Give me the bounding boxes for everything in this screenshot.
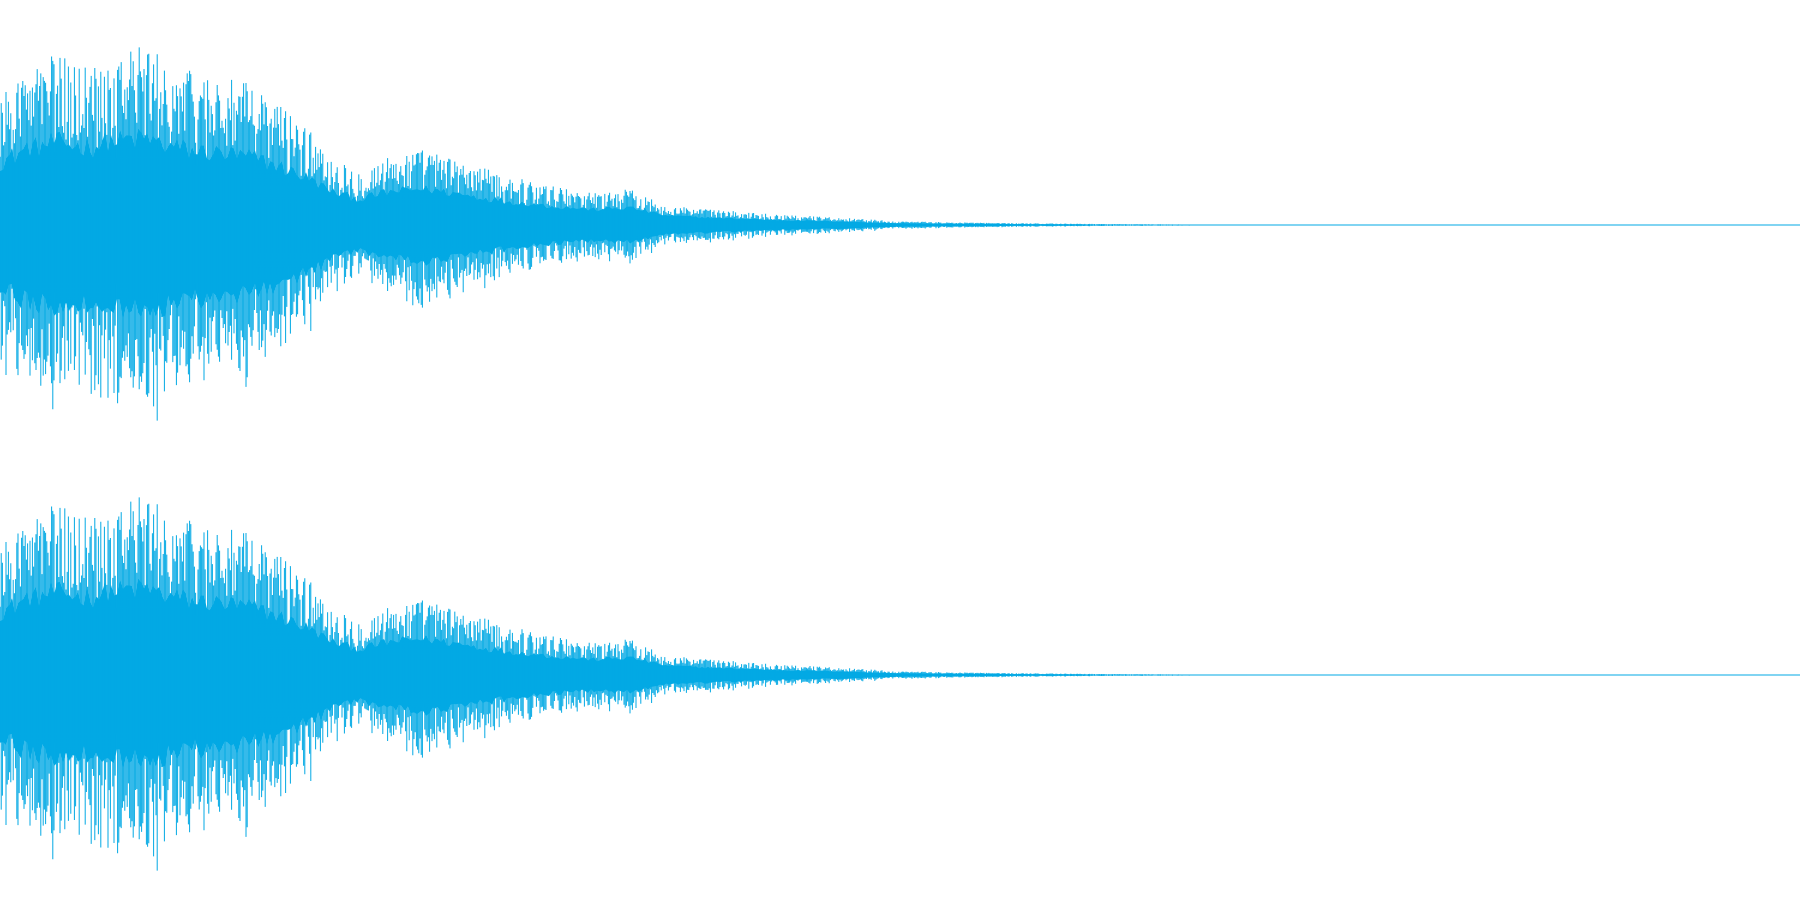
waveform-peaks xyxy=(0,47,1236,421)
waveform-left-svg xyxy=(0,47,1800,421)
waveform-peaks xyxy=(0,497,1236,871)
waveform-right-svg xyxy=(0,497,1800,871)
waveform-channel-right xyxy=(0,450,1800,900)
waveform-channel-left xyxy=(0,47,1800,421)
